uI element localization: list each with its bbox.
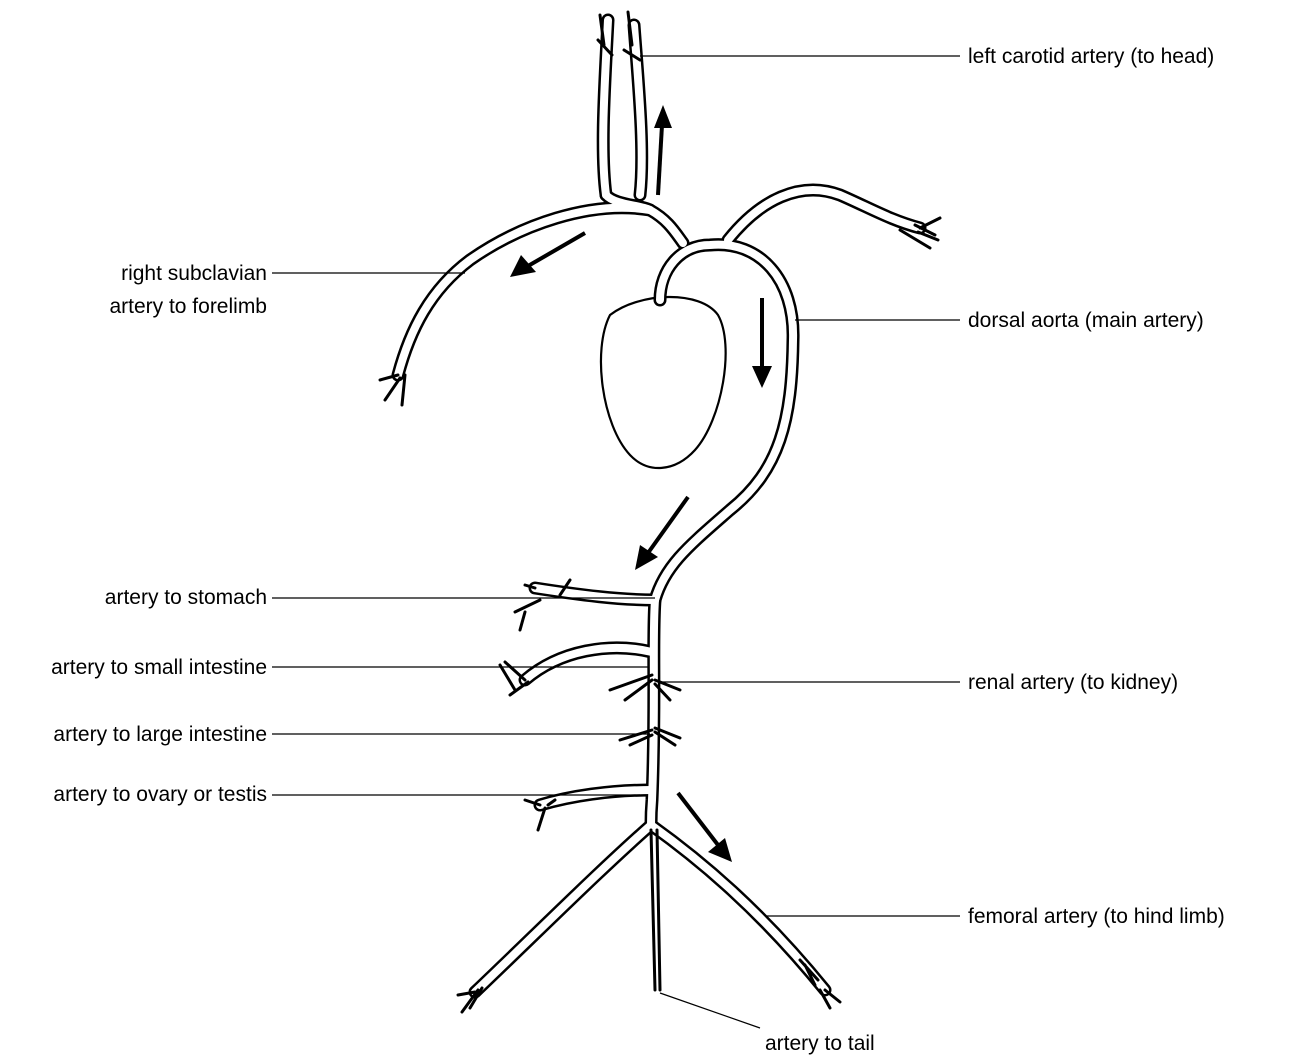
small-intestine-branch-lumen xyxy=(525,648,652,680)
tail-artery-2 xyxy=(657,830,660,990)
left-subclavian-lumen xyxy=(728,190,920,240)
femoral-right-vessel xyxy=(651,825,825,990)
label-right-subclavian-line1: right subclavian xyxy=(121,262,267,285)
label-left-carotid: left carotid artery (to head) xyxy=(968,45,1214,68)
arrow-up-carotid xyxy=(654,105,672,195)
label-large-intestine: artery to large intestine xyxy=(53,723,267,746)
label-femoral: femoral artery (to hind limb) xyxy=(968,905,1225,928)
label-dorsal-aorta: dorsal aorta (main artery) xyxy=(968,309,1204,332)
label-small-intestine: artery to small intestine xyxy=(51,656,267,679)
femoral-left-lumen xyxy=(475,825,651,992)
label-renal: renal artery (to kidney) xyxy=(968,671,1178,694)
label-ovary-testis: artery to ovary or testis xyxy=(53,783,267,806)
heart xyxy=(601,297,726,468)
tail-artery xyxy=(651,830,655,990)
label-stomach: artery to stomach xyxy=(105,586,267,609)
arrow-subclavian xyxy=(510,233,585,277)
label-tail: artery to tail xyxy=(765,1032,875,1055)
label-right-subclavian-line2: artery to forelimb xyxy=(109,295,267,318)
arrow-aorta-down xyxy=(752,298,772,388)
